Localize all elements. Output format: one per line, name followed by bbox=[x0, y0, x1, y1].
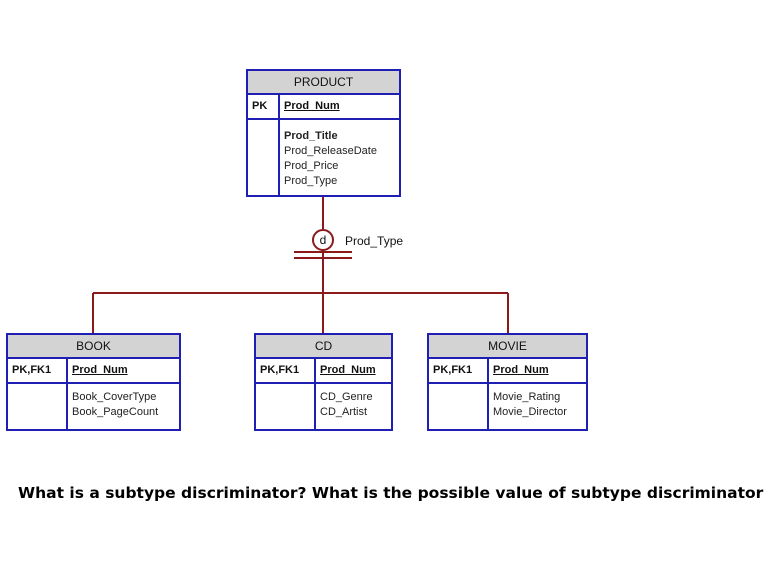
primary-key-row: PK,FK1 Prod_Num bbox=[8, 359, 179, 384]
key-label: PK,FK1 bbox=[429, 359, 489, 382]
attribute-list: Prod_Title Prod_ReleaseDate Prod_Price P… bbox=[280, 120, 377, 197]
key-attribute: Prod_Num bbox=[284, 100, 340, 112]
attribute-row: CD_Genre CD_Artist bbox=[256, 384, 391, 431]
attribute: Prod_Title bbox=[284, 130, 338, 142]
attribute-row: Prod_Title Prod_ReleaseDate Prod_Price P… bbox=[248, 120, 399, 197]
key-attribute: Prod_Num bbox=[320, 364, 376, 376]
key-label: PK bbox=[248, 95, 280, 118]
disjoint-symbol-letter: d bbox=[320, 233, 327, 247]
attribute: CD_Genre bbox=[320, 391, 373, 403]
product-entity: PRODUCT PK Prod_Num Prod_Title Prod_Rele… bbox=[246, 69, 401, 197]
entity-title: BOOK bbox=[8, 335, 179, 359]
attribute-list: Movie_Rating Movie_Director bbox=[489, 384, 567, 431]
attribute: Prod_ReleaseDate bbox=[284, 145, 377, 157]
attribute: Movie_Rating bbox=[493, 391, 561, 403]
attribute: Prod_Type bbox=[284, 175, 338, 187]
key-label: PK,FK1 bbox=[8, 359, 68, 382]
attribute-list: Book_CoverType Book_PageCount bbox=[68, 384, 158, 431]
entity-title: PRODUCT bbox=[248, 71, 399, 95]
attribute: Book_PageCount bbox=[72, 406, 159, 418]
attribute-row: Book_CoverType Book_PageCount bbox=[8, 384, 179, 431]
book-entity: BOOK PK,FK1 Prod_Num Book_CoverType Book… bbox=[6, 333, 181, 431]
entity-title: MOVIE bbox=[429, 335, 586, 359]
cd-entity: CD PK,FK1 Prod_Num CD_Genre CD_Artist bbox=[254, 333, 393, 431]
primary-key-row: PK,FK1 Prod_Num bbox=[256, 359, 391, 384]
entity-title: CD bbox=[256, 335, 391, 359]
attribute-list: CD_Genre CD_Artist bbox=[316, 384, 373, 431]
movie-entity: MOVIE PK,FK1 Prod_Num Movie_Rating Movie… bbox=[427, 333, 588, 431]
primary-key-row: PK,FK1 Prod_Num bbox=[429, 359, 586, 384]
primary-key-row: PK Prod_Num bbox=[248, 95, 399, 120]
question-text: What is a subtype discriminator? What is… bbox=[18, 484, 764, 502]
attribute: Prod_Price bbox=[284, 160, 339, 172]
key-attribute: Prod_Num bbox=[72, 364, 128, 376]
attribute: Book_CoverType bbox=[72, 391, 157, 403]
attribute-row: Movie_Rating Movie_Director bbox=[429, 384, 586, 431]
key-label: PK,FK1 bbox=[256, 359, 316, 382]
attribute: CD_Artist bbox=[320, 406, 368, 418]
attribute: Movie_Director bbox=[493, 406, 567, 418]
key-attribute: Prod_Num bbox=[493, 364, 549, 376]
discriminator-label: Prod_Type bbox=[345, 234, 403, 248]
